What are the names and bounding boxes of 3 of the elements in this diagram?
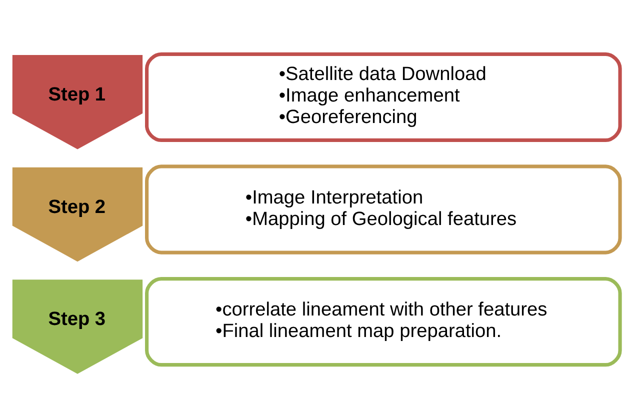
node-box: •Image Interpretation •Mapping of Geological features <box>145 164 622 254</box>
node-box: •correlate lineament with other features •Final lineament map preparation. <box>145 276 622 366</box>
node-box: •Satellite data Download •Image enhancement •Georeferencing <box>145 52 622 142</box>
